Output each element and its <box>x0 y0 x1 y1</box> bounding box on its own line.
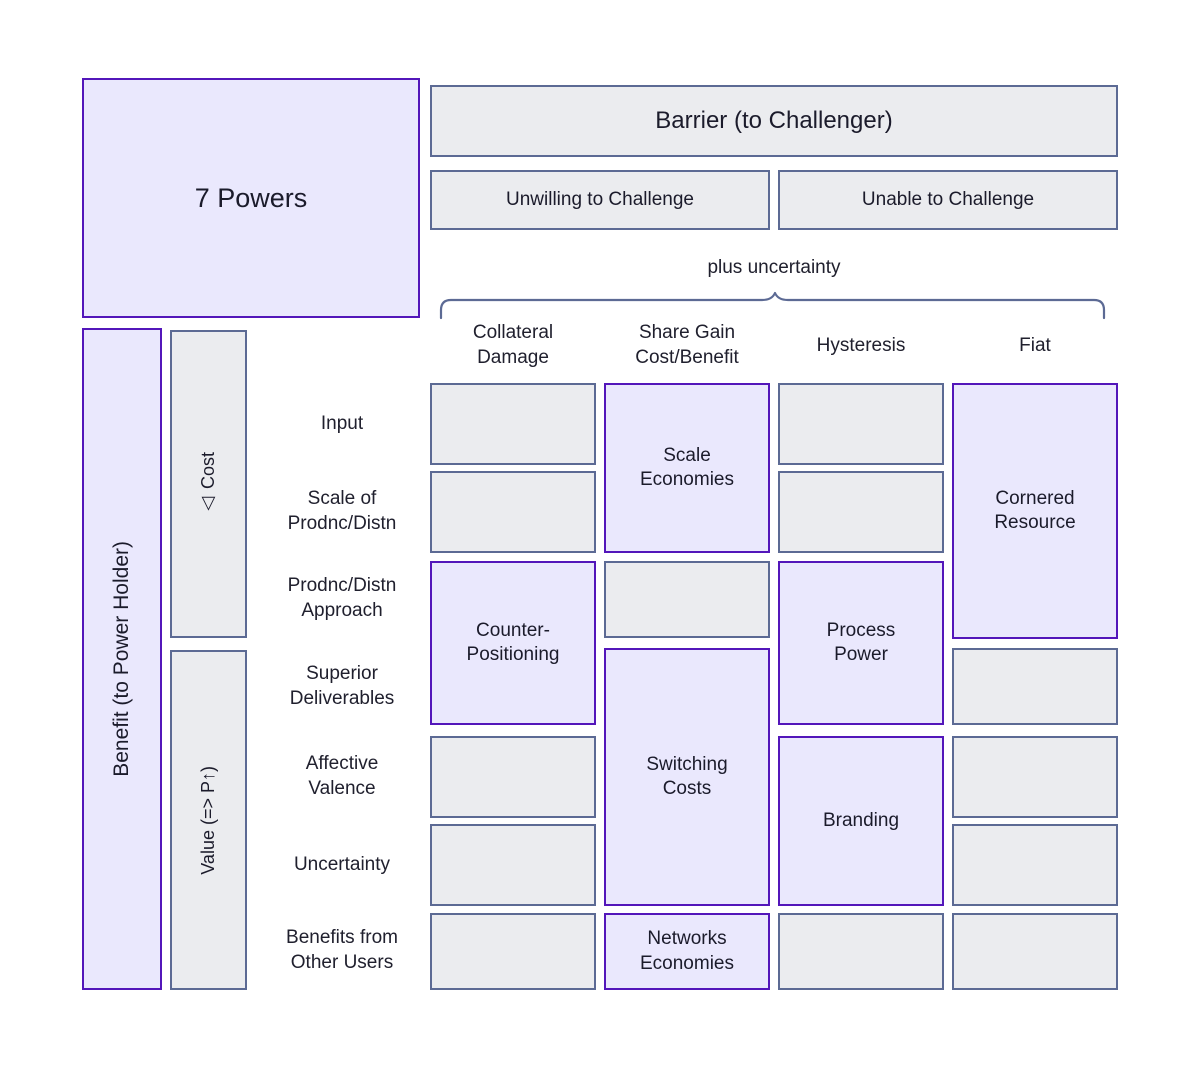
unable-to-challenge-box: Unable to Challenge <box>778 170 1118 230</box>
cell-share-gain-prodnc-distn-approach <box>604 561 770 638</box>
power-networks-economies: Networks Economies <box>604 913 770 990</box>
value-bar: Value (=> P↑) <box>170 650 247 990</box>
power-counter-positioning: Counter- Positioning <box>430 561 596 725</box>
cell-hysteresis-scale-of-prodnc-distn <box>778 471 944 553</box>
power-branding: Branding <box>778 736 944 906</box>
column-header-collateral-damage: Collateral Damage <box>472 322 554 368</box>
column-header-fiat: Fiat <box>1019 334 1051 356</box>
delta-cost-bar: △ Cost <box>170 330 247 638</box>
row-label-benefits-from-other-users: Benefits from Other Users <box>286 927 398 973</box>
cell-collateral-damage-input <box>430 383 596 465</box>
unable-to-challenge-label: Unable to Challenge <box>861 188 1035 210</box>
cell-collateral-damage-uncertainty <box>430 824 596 906</box>
row-label-superior-deliverables: Superior Deliverables <box>289 662 395 709</box>
barrier-header-box: Barrier (to Challenger) <box>430 85 1118 157</box>
column-header-share-gain-cost-benefit: Share Gain Cost/Benefit <box>635 322 739 368</box>
row-label-prodnc-distn-approach: Prodnc/Distn Approach <box>287 574 397 621</box>
cell-hysteresis-input <box>778 383 944 465</box>
benefit-to-power-holder-label: Benefit (to Power Holder) <box>109 541 133 777</box>
row-label-uncertainty: Uncertainty <box>293 853 391 875</box>
plus-uncertainty-label: plus uncertainty <box>707 256 841 278</box>
benefit-to-power-holder-bar: Benefit (to Power Holder) <box>82 328 162 990</box>
cell-fiat-uncertainty <box>952 824 1118 906</box>
title-box: 7 Powers <box>82 78 420 318</box>
row-label-scale-of-prodnc-distn: Scale of Prodnc/Distn <box>287 488 397 534</box>
page-title: 7 Powers <box>194 182 308 213</box>
power-switching-costs: Switching Costs <box>604 648 770 906</box>
cell-fiat-benefits-from-other-users <box>952 913 1118 990</box>
value-label: Value (=> P↑) <box>197 765 218 875</box>
delta-cost-label: △ Cost <box>197 452 218 516</box>
power-scale-economies: Scale Economies <box>604 383 770 553</box>
cell-fiat-superior-deliverables <box>952 648 1118 725</box>
column-header-hysteresis: Hysteresis <box>816 334 906 356</box>
row-label-affective-valence: Affective Valence <box>305 753 379 799</box>
cell-collateral-damage-benefits-from-other-users <box>430 913 596 990</box>
row-label-input: Input <box>320 412 364 434</box>
barrier-header-label: Barrier (to Challenger) <box>655 106 893 134</box>
cell-hysteresis-benefits-from-other-users <box>778 913 944 990</box>
cell-collateral-damage-scale-of-prodnc-distn <box>430 471 596 553</box>
power-process-power: Process Power <box>778 561 944 725</box>
cell-collateral-damage-affective-valence <box>430 736 596 818</box>
cell-fiat-affective-valence <box>952 736 1118 818</box>
unwilling-to-challenge-box: Unwilling to Challenge <box>430 170 770 230</box>
unwilling-to-challenge-label: Unwilling to Challenge <box>506 188 694 210</box>
power-cornered-resource: Cornered Resource <box>952 383 1118 639</box>
